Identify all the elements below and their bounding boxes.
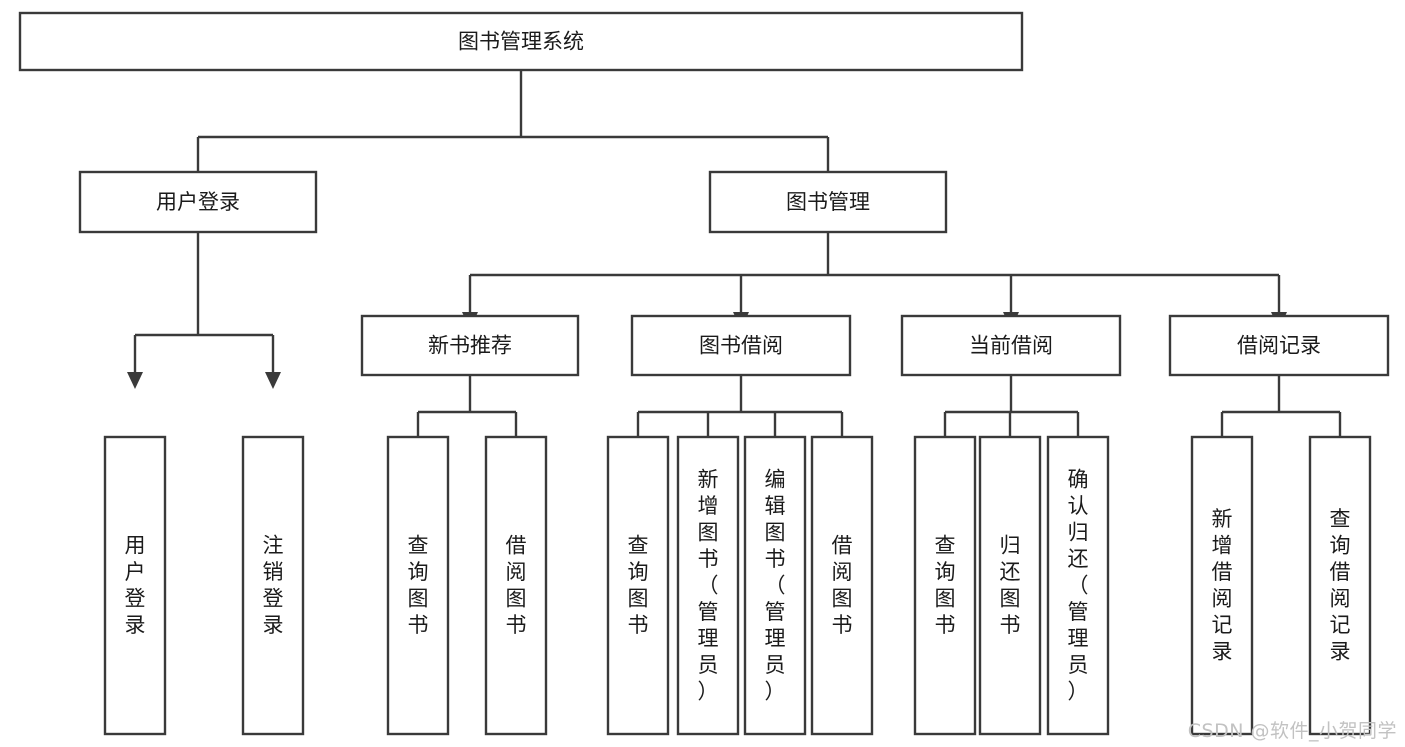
leaf-label: 查询图书 xyxy=(408,534,429,638)
leaf-label: 用户登录 xyxy=(125,534,146,638)
level3-node[interactable]: 新书推荐 xyxy=(360,314,580,377)
leaf-node[interactable]: 查询图书 xyxy=(913,435,977,736)
leaf-box[interactable] xyxy=(913,435,977,736)
leaf-node[interactable]: 用户登录 xyxy=(103,435,167,736)
level3-label: 新书推荐 xyxy=(428,334,512,358)
leaf-label: 查询图书 xyxy=(935,534,956,638)
leaf-box[interactable] xyxy=(676,435,740,736)
level3-node[interactable]: 当前借阅 xyxy=(900,314,1122,377)
level3-box[interactable] xyxy=(1168,314,1390,377)
level3-box[interactable] xyxy=(630,314,852,377)
leaf-box[interactable] xyxy=(810,435,874,736)
root-box[interactable] xyxy=(18,11,1024,72)
leaf-node[interactable]: 查询借阅记录 xyxy=(1308,435,1372,736)
leaf-box[interactable] xyxy=(606,435,670,736)
level2-node[interactable]: 图书管理 xyxy=(708,170,948,234)
connector-group xyxy=(462,232,1287,329)
leaf-box[interactable] xyxy=(1308,435,1372,736)
level2-box[interactable] xyxy=(78,170,318,234)
level3-label: 当前借阅 xyxy=(969,334,1053,358)
leaf-label: 查询图书 xyxy=(628,534,649,638)
level2-node[interactable]: 用户登录 xyxy=(78,170,318,234)
arrow-head-icon xyxy=(127,372,143,389)
leaf-node[interactable]: 归还图书 xyxy=(978,435,1042,736)
leaf-box[interactable] xyxy=(743,435,807,736)
leaf-box[interactable] xyxy=(1046,435,1110,736)
leaf-label: 借阅图书 xyxy=(832,534,853,638)
leaf-node[interactable]: 确认归还（管理员） xyxy=(1046,435,1110,736)
leaf-label: 借阅图书 xyxy=(506,534,527,638)
arrow-head-icon xyxy=(265,372,281,389)
leaf-label: 确认归还（管理员） xyxy=(1068,467,1089,703)
leaf-label: 新增图书（管理员） xyxy=(698,467,719,703)
level2-label: 用户登录 xyxy=(156,190,240,214)
root-node[interactable]: 图书管理系统 xyxy=(18,11,1024,72)
leaf-label: 编辑图书（管理员） xyxy=(765,467,786,703)
connector-layer xyxy=(127,70,1348,466)
leaf-box[interactable] xyxy=(386,435,450,736)
leaf-label: 查询借阅记录 xyxy=(1330,507,1351,664)
connector-group xyxy=(127,232,281,389)
level3-label: 图书借阅 xyxy=(699,334,783,358)
root-label: 图书管理系统 xyxy=(458,30,584,54)
leaf-box[interactable] xyxy=(1190,435,1254,736)
leaf-label: 归还图书 xyxy=(1000,534,1021,638)
leaf-box[interactable] xyxy=(484,435,548,736)
level2-box[interactable] xyxy=(708,170,948,234)
leaf-node[interactable]: 编辑图书（管理员） xyxy=(743,435,807,736)
watermark-text: CSDN @软件_小贺同学 xyxy=(1187,720,1397,742)
level3-box[interactable] xyxy=(900,314,1122,377)
level3-label: 借阅记录 xyxy=(1237,334,1321,358)
leaf-node[interactable]: 查询图书 xyxy=(386,435,450,736)
level2-label: 图书管理 xyxy=(786,190,870,214)
leaf-node[interactable]: 新增图书（管理员） xyxy=(676,435,740,736)
leaf-node[interactable]: 查询图书 xyxy=(606,435,670,736)
leaf-box[interactable] xyxy=(241,435,305,736)
leaf-box[interactable] xyxy=(978,435,1042,736)
leaf-node[interactable]: 注销登录 xyxy=(241,435,305,736)
level3-node[interactable]: 借阅记录 xyxy=(1168,314,1390,377)
leaf-label: 注销登录 xyxy=(263,534,284,638)
level3-box[interactable] xyxy=(360,314,580,377)
leaf-box[interactable] xyxy=(103,435,167,736)
leaf-label: 新增借阅记录 xyxy=(1212,507,1233,664)
node-layer: 图书管理系统用户登录图书管理新书推荐图书借阅当前借阅借阅记录用户登录注销登录查询… xyxy=(18,11,1390,736)
leaf-node[interactable]: 借阅图书 xyxy=(484,435,548,736)
leaf-node[interactable]: 借阅图书 xyxy=(810,435,874,736)
leaf-node[interactable]: 新增借阅记录 xyxy=(1190,435,1254,736)
level3-node[interactable]: 图书借阅 xyxy=(630,314,852,377)
